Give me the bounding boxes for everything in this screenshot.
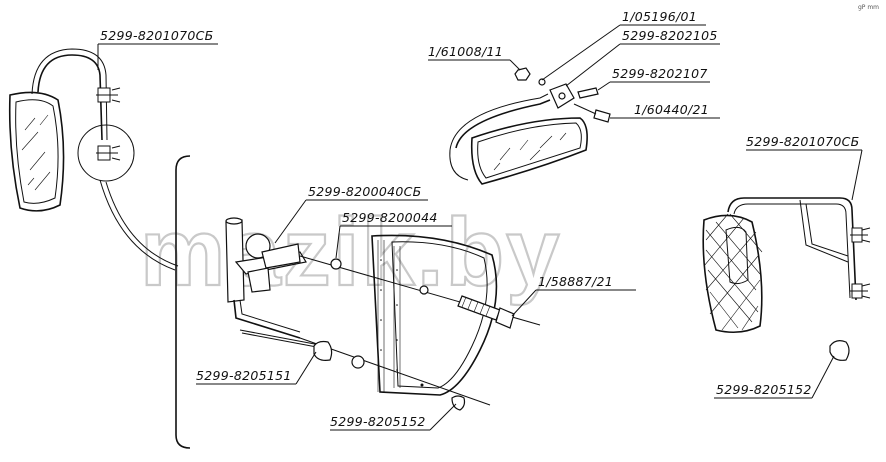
- label-mirror-left: 5299-8201070СБ: [100, 28, 214, 43]
- label-bracket-top: 5299-8202105: [622, 28, 718, 43]
- cap-left: [313, 340, 365, 369]
- label-bolt-mid: 1/58887/21: [538, 274, 613, 289]
- label-nut-top: 1/61008/11: [428, 44, 503, 59]
- watermark: mazik.by: [140, 199, 562, 306]
- label-cap-left: 5299-8205151: [196, 368, 292, 383]
- top-mirror: [449, 67, 611, 185]
- label-bolt-top: 5299-8202107: [612, 66, 708, 81]
- label-mirror-right: 5299-8201070СБ: [746, 134, 860, 149]
- glass-panel: [371, 234, 498, 396]
- corner-mark: gP mm: [858, 4, 879, 11]
- label-cap-bottom: 5299-8205152: [330, 414, 426, 429]
- label-cap-right: 5299-8205152: [716, 382, 812, 397]
- left-mirror-assembly: [8, 48, 179, 271]
- label-washer-top: 1/05196/01: [622, 9, 697, 24]
- label-holder-asm: 5299-8200040СБ: [308, 184, 422, 199]
- label-screw-top: 1/60440/21: [634, 102, 709, 117]
- bolt-mid: [457, 295, 515, 329]
- assembly-brace: [175, 155, 191, 449]
- label-holder: 5299-8200044: [342, 210, 438, 225]
- right-mirror-assembly: [702, 197, 871, 334]
- cap-right: [829, 340, 850, 361]
